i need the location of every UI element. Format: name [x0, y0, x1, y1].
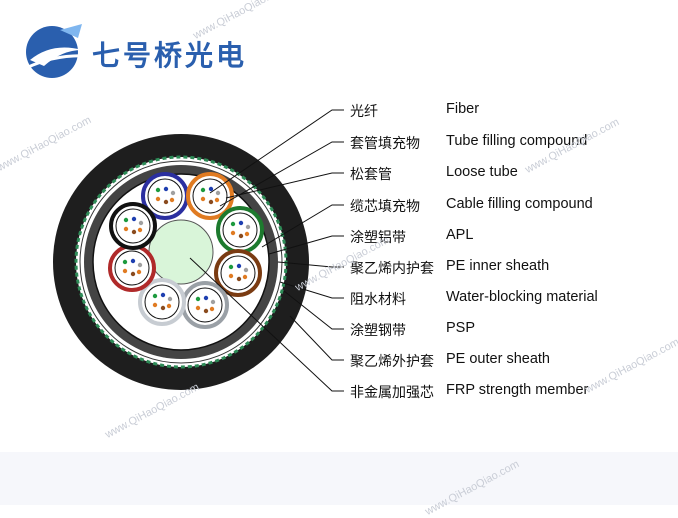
label-cable-filling: 缆芯填充物 Cable filling compound [350, 196, 650, 216]
loose-tube-8 [109, 202, 157, 250]
label-psp: 涂塑钢带 PSP [350, 320, 650, 340]
label-en: PE outer sheath [446, 351, 550, 367]
label-en: Cable filling compound [446, 196, 593, 212]
label-en: Loose tube [446, 164, 518, 180]
leader-loose-tube [225, 172, 344, 199]
label-en: PE inner sheath [446, 258, 550, 274]
label-zh: 聚乙烯内护套 [350, 261, 434, 277]
leader-cable-filling [261, 204, 344, 248]
label-zh: 缆芯填充物 [350, 199, 420, 215]
label-en: Tube filling compound [446, 133, 588, 149]
leader-pe-outer [289, 315, 344, 361]
leader-pe-inner [277, 261, 344, 268]
label-zh: 非金属加强芯 [350, 385, 434, 401]
label-zh: 聚乙烯外护套 [350, 354, 434, 370]
loose-tube-7 [108, 244, 156, 292]
label-zh: 涂塑钢带 [350, 323, 406, 339]
label-en: Fiber [446, 101, 480, 117]
label-fiber: 光纤 Fiber [350, 101, 650, 121]
brand-name: 七号桥光电 [92, 39, 248, 72]
label-en: FRP strength member [446, 382, 589, 398]
frp-strength-member [148, 219, 214, 285]
label-tube-filling: 套管填充物 Tube filling compound [350, 133, 650, 153]
loose-tube-5 [181, 281, 229, 329]
label-en: APL [446, 227, 474, 243]
leader-lines [189, 109, 344, 392]
cable-cross-section [53, 109, 344, 392]
label-zh: 光纤 [350, 104, 378, 120]
label-frp: 非金属加强芯 FRP strength member [350, 382, 650, 402]
label-en: Water-blocking material [446, 289, 598, 305]
label-pe-inner-sheath: 聚乙烯内护套 PE inner sheath [350, 258, 650, 278]
leader-tube-filling [219, 141, 344, 207]
leader-apl [268, 235, 344, 255]
label-zh: 阻水材料 [350, 292, 406, 308]
label-loose-tube: 松套管 Loose tube [350, 164, 650, 184]
label-zh: 松套管 [350, 167, 392, 183]
loose-tube-3 [216, 206, 264, 254]
label-zh: 涂塑铝带 [350, 230, 406, 246]
logo-emblem-icon [25, 24, 89, 78]
label-water-blocking: 阻水材料 Water-blocking material [350, 289, 650, 309]
leader-fiber [209, 109, 344, 194]
leader-frp [189, 257, 344, 392]
label-en: PSP [446, 320, 476, 336]
label-pe-outer-sheath: 聚乙烯外护套 PE outer sheath [350, 351, 650, 371]
footer-band [0, 452, 678, 505]
label-zh: 套管填充物 [350, 136, 420, 152]
loose-tube-6 [138, 278, 186, 326]
loose-tube-4 [214, 249, 262, 297]
leader-psp [283, 290, 344, 330]
leader-water-blocking [279, 281, 344, 299]
brand-logo [22, 20, 232, 84]
label-apl: 涂塑铝带 APL [350, 227, 650, 247]
